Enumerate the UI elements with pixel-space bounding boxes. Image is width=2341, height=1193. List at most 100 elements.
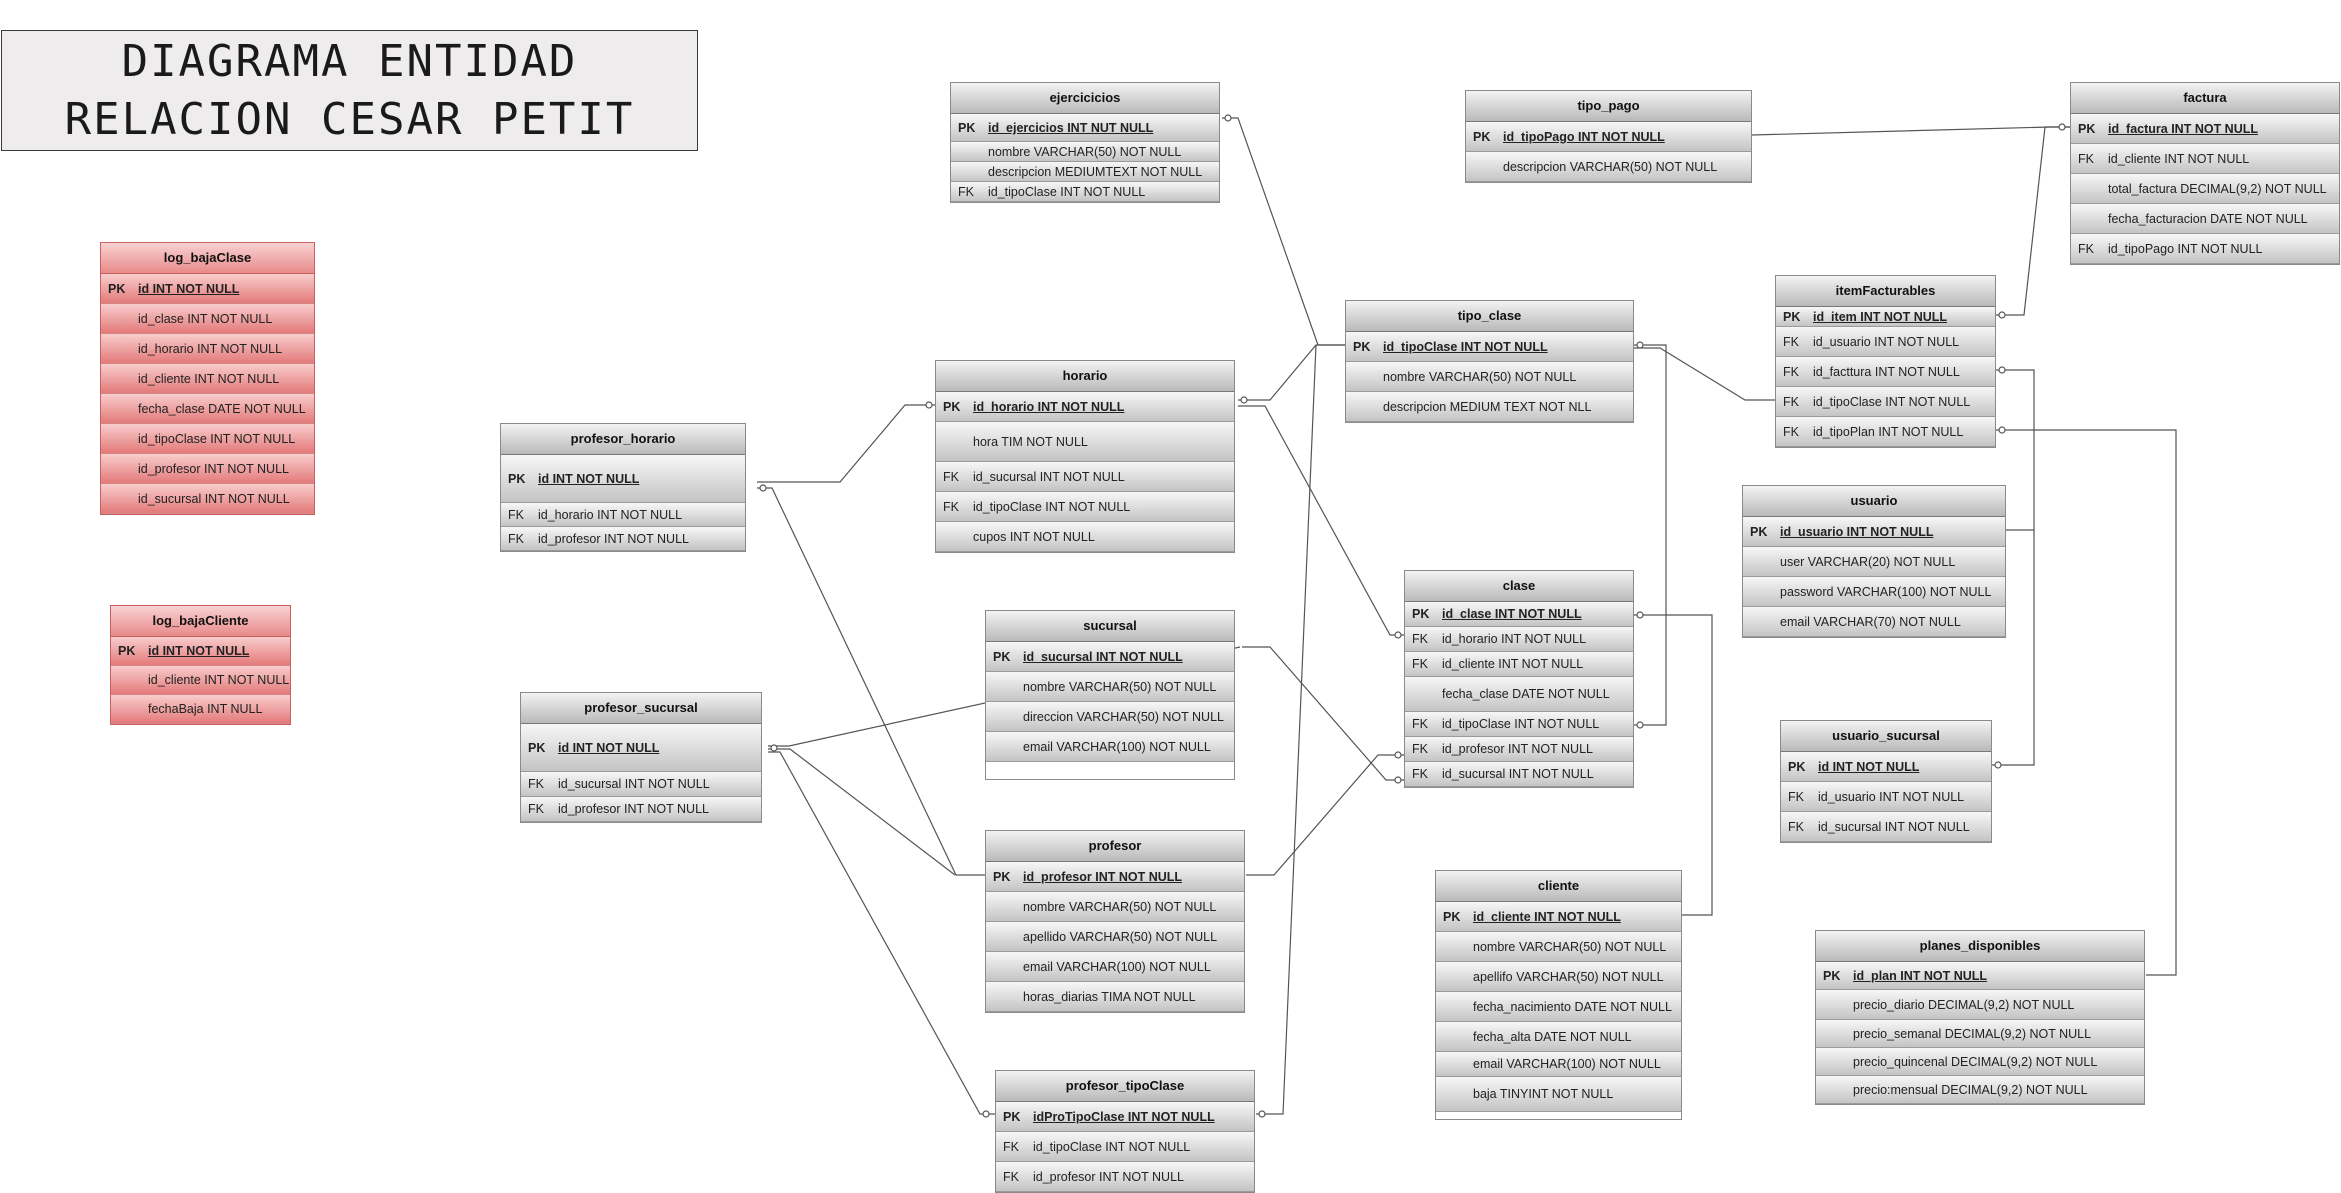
table-row[interactable]: email VARCHAR(100) NOT NULL [986,732,1234,762]
table-row[interactable]: fecha_clase DATE NOT NULL [101,394,314,424]
table-row[interactable]: email VARCHAR(100) NOT NULL [1436,1052,1681,1077]
table-row[interactable]: nombre VARCHAR(50) NOT NULL [951,142,1219,162]
table-row[interactable]: apellifo VARCHAR(50) NOT NULL [1436,962,1681,992]
table-row[interactable]: precio_semanal DECIMAL(9,2) NOT NULL [1816,1020,2144,1048]
table-row[interactable]: cupos INT NOT NULL [936,522,1234,552]
table-row[interactable]: nombre VARCHAR(50) NOT NULL [986,892,1244,922]
table-row[interactable]: direccion VARCHAR(50) NOT NULL [986,702,1234,732]
table-row[interactable]: id_profesor INT NOT NULL [101,454,314,484]
table-row[interactable]: hora TIM NOT NULL [936,422,1234,462]
table-row[interactable]: fecha_alta DATE NOT NULL [1436,1022,1681,1052]
table-row[interactable]: password VARCHAR(100) NOT NULL [1743,577,2005,607]
table-row[interactable]: nombre VARCHAR(50) NOT NULL [1346,362,1633,392]
table-row[interactable]: email VARCHAR(100) NOT NULL [986,952,1244,982]
table-row[interactable]: descripcion MEDIUM TEXT NOT NLL [1346,392,1633,422]
table-row[interactable]: id_sucursal INT NOT NULL [101,484,314,514]
title-line-1: DIAGRAMA ENTIDAD [121,36,578,87]
table-row[interactable]: precio:mensual DECIMAL(9,2) NOT NULL [1816,1076,2144,1104]
table-row[interactable]: descripcion VARCHAR(50) NOT NULL [1466,152,1751,182]
table-row[interactable]: precio_diario DECIMAL(9,2) NOT NULL [1816,990,2144,1020]
table-row[interactable]: fecha_clase DATE NOT NULL [1405,677,1633,712]
table-header: ejercicicios [951,83,1219,114]
column-definition: descripcion VARCHAR(50) NOT NULL [1503,160,1718,174]
table-row[interactable]: precio_quincenal DECIMAL(9,2) NOT NULL [1816,1048,2144,1076]
table-row[interactable]: descripcion MEDIUMTEXT NOT NULL [951,162,1219,182]
table-row[interactable]: email VARCHAR(70) NOT NULL [1743,607,2005,637]
table-row[interactable]: horas_diarias TIMA NOT NULL [986,982,1244,1012]
table-row[interactable]: fecha_nacimiento DATE NOT NULL [1436,992,1681,1022]
table-row[interactable]: fecha_facturacion DATE NOT NULL [2071,204,2339,234]
table-row[interactable]: id_cliente INT NOT NULL [101,364,314,394]
table-row[interactable]: user VARCHAR(20) NOT NULL [1743,547,2005,577]
table-row[interactable]: fechaBaja INT NULL [111,695,290,724]
table-row[interactable]: id_clase INT NOT NULL [101,304,314,334]
table-row[interactable]: nombre VARCHAR(50) NOT NULL [986,672,1234,702]
table-row[interactable]: id_cliente INT NOT NULL [111,666,290,695]
table-row[interactable]: total_factura DECIMAL(9,2) NOT NULL [2071,174,2339,204]
table-row[interactable]: nombre VARCHAR(50) NOT NULL [1436,932,1681,962]
table-row[interactable]: baja TINYINT NOT NULL [1436,1077,1681,1112]
table-row[interactable]: id_horario INT NOT NULL [101,334,314,364]
table-row[interactable]: id_tipoClase INT NOT NULL [101,424,314,454]
table-row[interactable]: apellido VARCHAR(50) NOT NULL [986,922,1244,952]
